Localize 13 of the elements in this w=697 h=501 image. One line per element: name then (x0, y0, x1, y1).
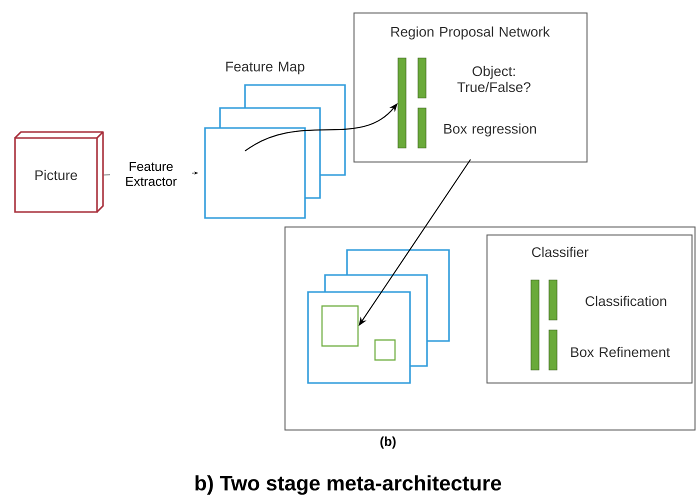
stage-box (284, 226, 696, 430)
classifier-box: Classifier Classification Box Refinement (486, 234, 692, 384)
figure-label: (b) (380, 436, 396, 449)
network-box: Region Proposal Network Object: True/False? Box regression (354, 12, 588, 162)
feature-map-stack (307, 249, 450, 384)
picture-cube: Picture (14, 131, 104, 213)
proposal-box (321, 305, 359, 347)
feature-map-stack: Feature Map (204, 62, 346, 219)
caption: b) Two stage meta-architecture (196, 475, 502, 495)
node-label: Feature Map (226, 62, 304, 74)
layer-bar (398, 58, 406, 148)
edge-label: Feature Extractor (110, 161, 192, 187)
proposal-box (374, 339, 396, 361)
